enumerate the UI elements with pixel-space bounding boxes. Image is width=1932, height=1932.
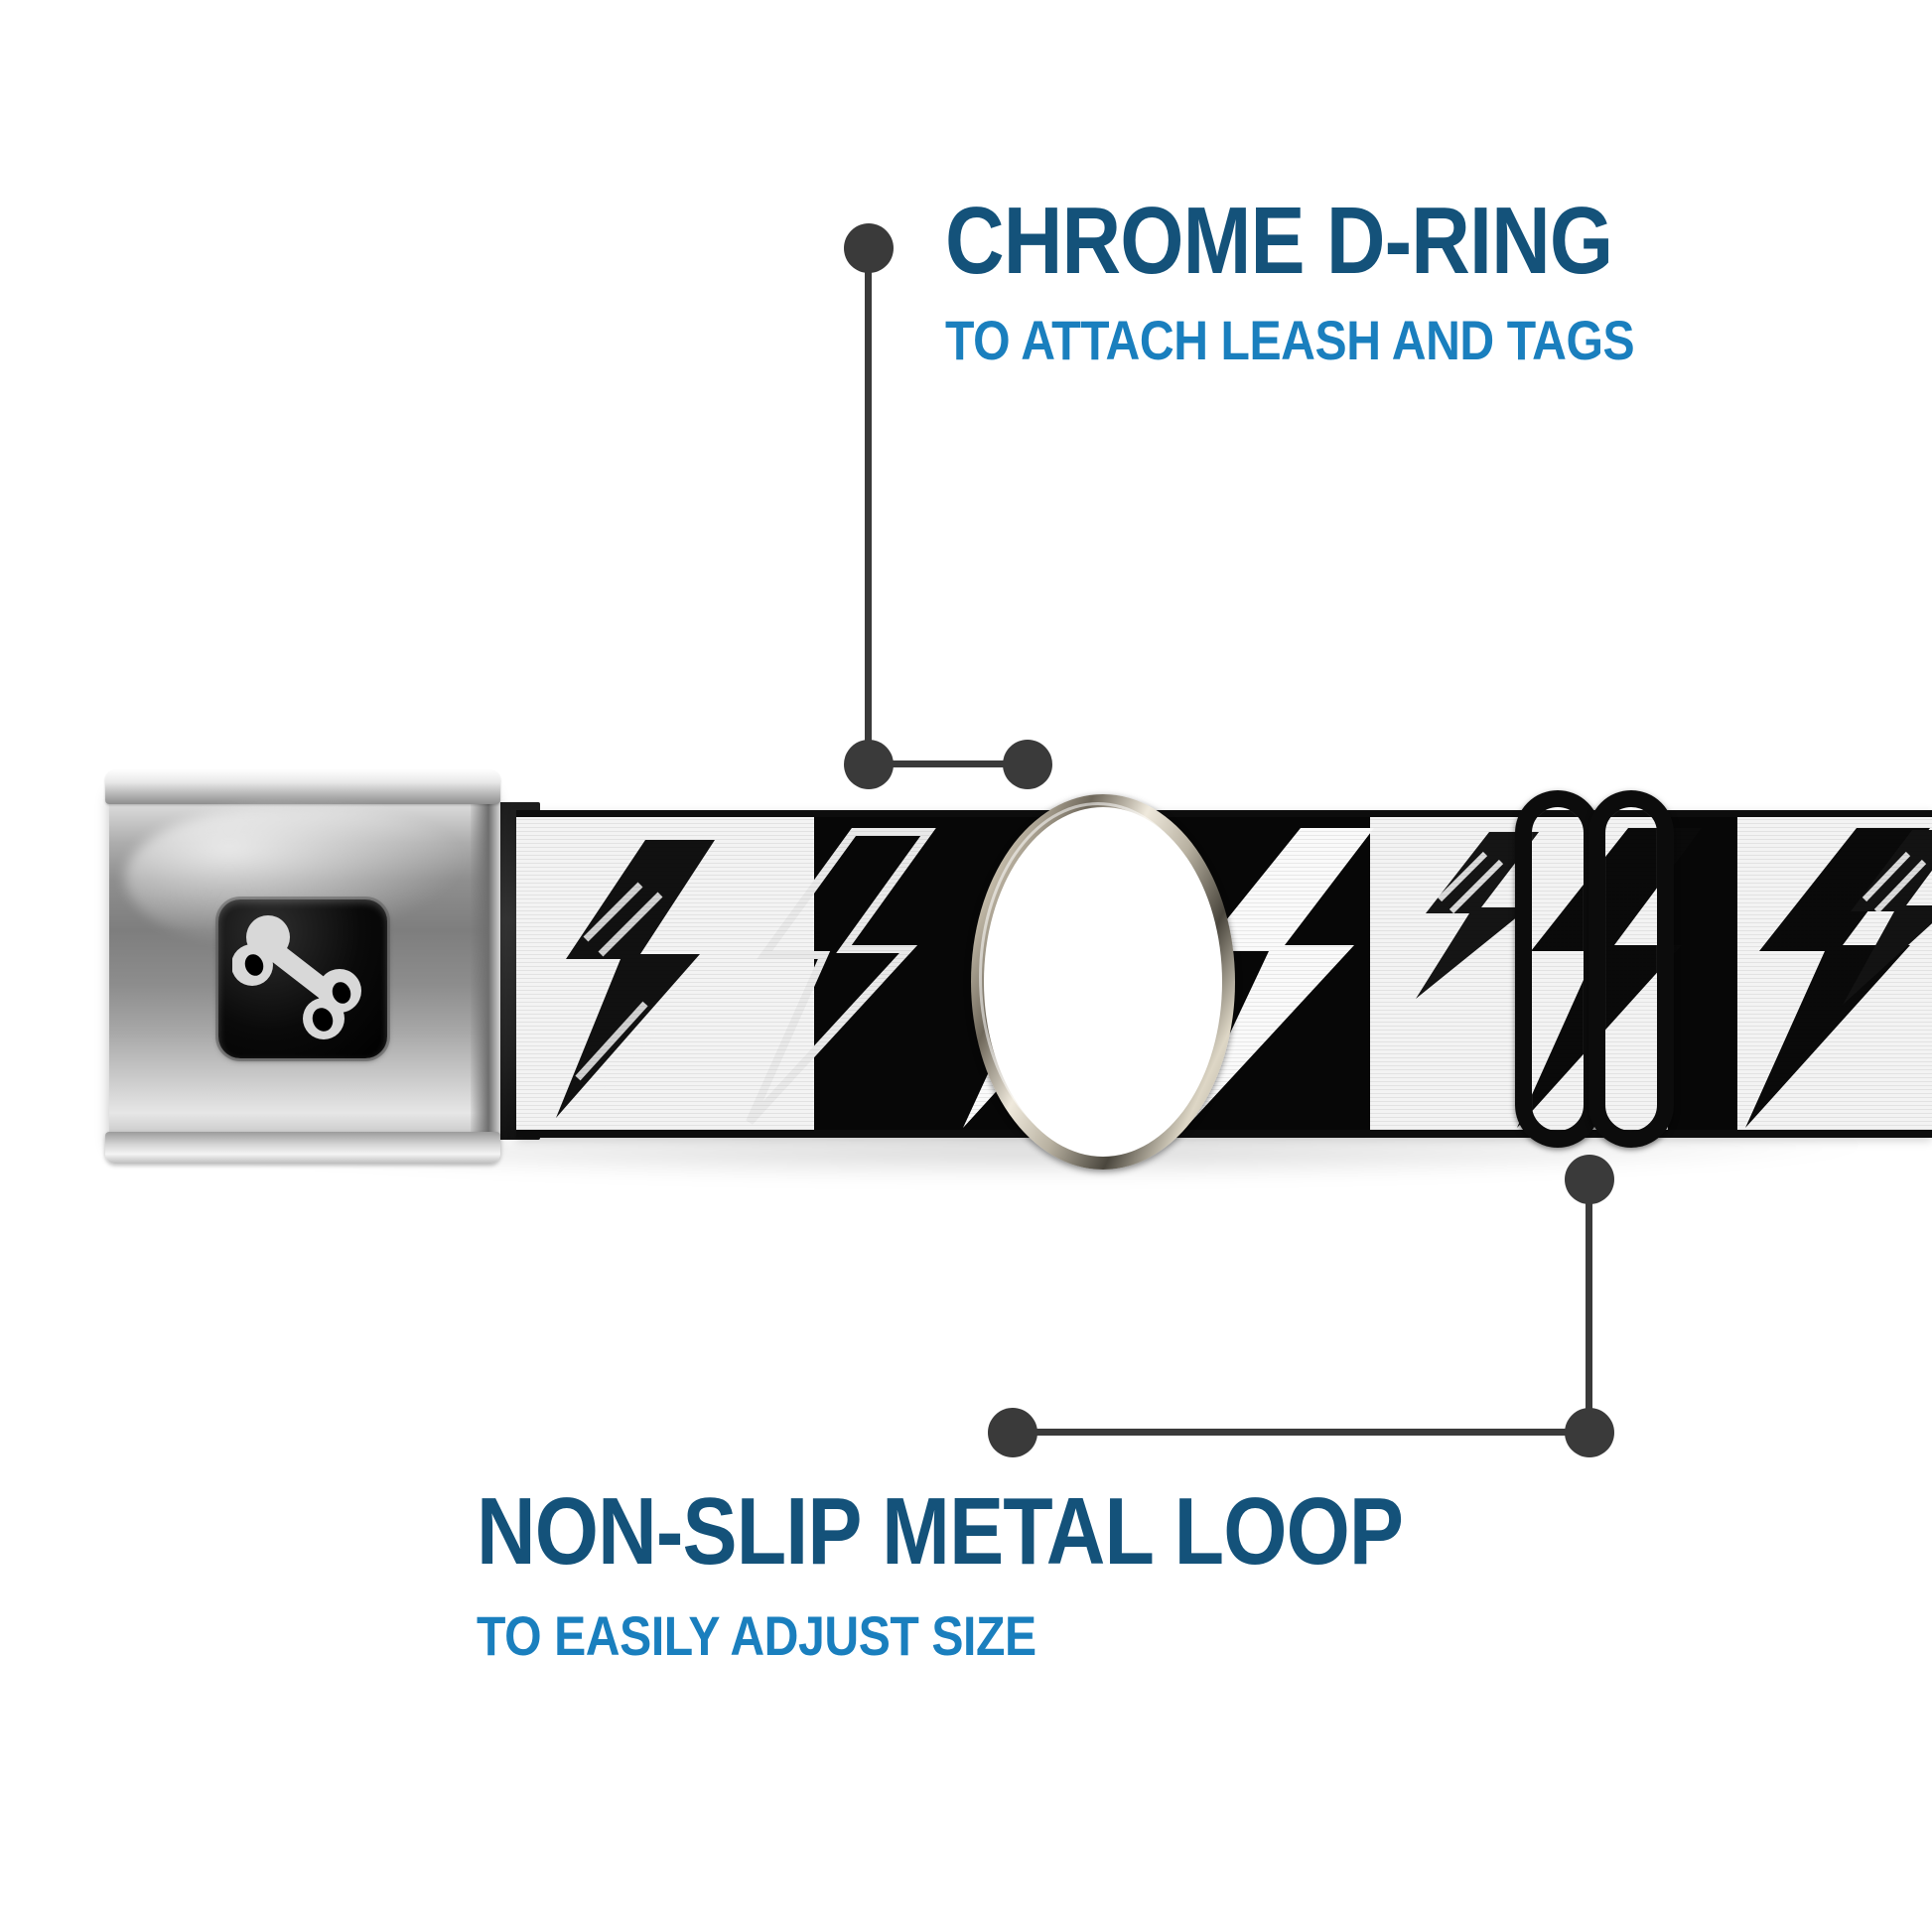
callout-horizontal-line-2 <box>1013 1429 1588 1436</box>
callout-target-dot-d-ring <box>1003 740 1052 789</box>
callout-subtitle-non-slip-metal-loop: TO EASILY ADJUST SIZE <box>477 1604 1036 1667</box>
callout-vertical-line <box>865 243 872 764</box>
lightning-bolt-pattern-left <box>556 840 715 1118</box>
seatbelt-buckle[interactable] <box>99 762 526 1172</box>
callout-subtitle-chrome-d-ring: TO ATTACH LEASH AND TAGS <box>945 309 1635 371</box>
lightning-bolt-pattern-right-2 <box>1745 828 1930 1128</box>
lightning-bolt-pattern-sketch-right <box>1416 832 1539 999</box>
lightning-bolt-pattern-mid-2 <box>1185 828 1374 1128</box>
slider-loop-opening-right <box>1588 790 1674 1148</box>
d-ring-highlight <box>979 802 1217 1152</box>
callout-title-chrome-d-ring: CHROME D-RING <box>945 188 1613 294</box>
lightning-bolt-pattern-right-3 <box>1843 830 1932 1005</box>
strap-top-edge <box>516 810 1932 817</box>
callout-horizontal-line <box>865 760 1034 767</box>
d-ring[interactable] <box>971 794 1235 1170</box>
callout-title-non-slip-metal-loop: NON-SLIP METAL LOOP <box>477 1478 1404 1585</box>
lightning-bolt-pattern-right-1 <box>1517 828 1702 1128</box>
buckle-top-lip <box>105 770 500 804</box>
slider-loop[interactable] <box>1515 790 1714 1148</box>
strap-bottom-edge <box>516 1130 1932 1138</box>
buckle-logo-plate <box>218 899 387 1058</box>
dog-bone-icon <box>232 915 361 1039</box>
callout-end-dot-2 <box>988 1408 1037 1457</box>
buckle-bottom-lip <box>105 1132 500 1164</box>
lightning-bolt-pattern-outline <box>746 828 936 1125</box>
callout-vertical-line-2 <box>1586 1176 1592 1437</box>
buckle-right-edge <box>471 776 500 1160</box>
